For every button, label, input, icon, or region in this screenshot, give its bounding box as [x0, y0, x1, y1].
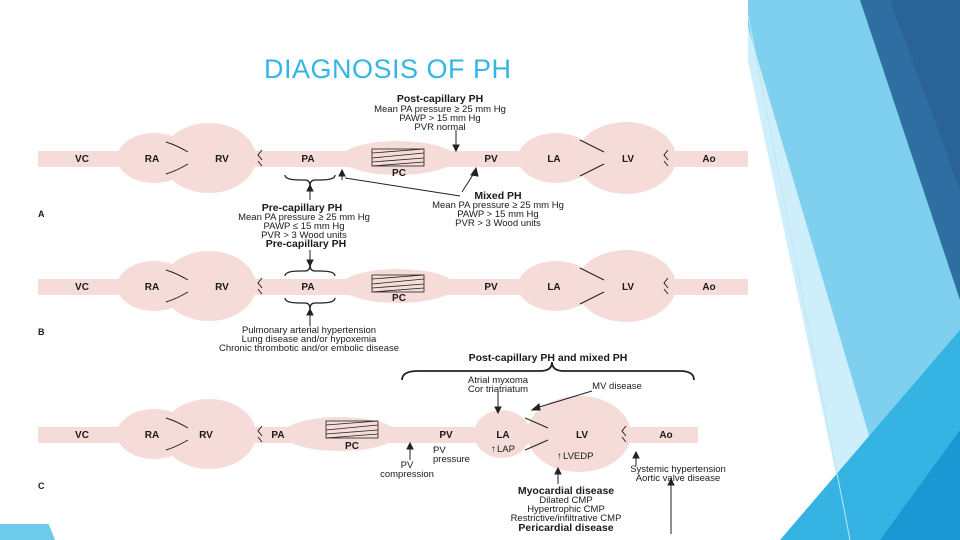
vessel-label: VC — [75, 282, 89, 293]
mixed-ph-line: PVR > 3 Wood units — [455, 218, 541, 229]
vessel-label: Ao — [659, 430, 672, 441]
post-capillary-line: Mean PA pressure ≥ 25 mm Hg — [374, 104, 506, 115]
vessel-label: Ao — [702, 154, 715, 165]
vessel-label: LV — [622, 154, 634, 165]
atrial-cause: Cor triatriatum — [468, 384, 528, 395]
pv-pressure-label: PV — [433, 445, 446, 456]
vessel-label: LV — [576, 430, 588, 441]
vessel-label: RA — [145, 154, 159, 165]
pc-hatch-icon — [371, 148, 425, 167]
post-capillary-line: PAWP > 15 mm Hg — [399, 113, 480, 124]
pre-capillary-line: PAWP ≤ 15 mm Hg — [263, 221, 344, 232]
cause-line: Lung disease and/or hypoxemia — [242, 334, 377, 345]
pv-compression-label: compression — [380, 469, 434, 480]
mv-disease-label: MV disease — [592, 381, 642, 392]
pc-hatch-icon — [325, 420, 379, 439]
panel-c: VC RA RV PA PC PV LA LV Ao Post-capillar… — [38, 352, 726, 534]
vessel-label: PC — [345, 441, 359, 452]
panel-b: VC RA RV PA PC PV LA LV Ao Pre-capillary… — [38, 238, 748, 354]
up-arrow-icon: ↑ — [557, 451, 562, 462]
pre-capillary-title: Pre-capillary PH — [262, 202, 343, 214]
pre-capillary-line: Mean PA pressure ≥ 25 mm Hg — [238, 212, 370, 223]
vessel-label: RV — [215, 282, 229, 293]
vessel-label: PA — [301, 154, 314, 165]
pre-capillary-title: Pre-capillary PH — [266, 238, 347, 250]
pv-pressure-label: pressure — [433, 454, 470, 465]
vessel-label: LV — [622, 282, 634, 293]
pc-hatch-icon — [371, 274, 425, 293]
myocardial-title: Myocardial disease — [518, 485, 614, 497]
vessel-label: LA — [547, 154, 560, 165]
vessel-label: PA — [271, 430, 284, 441]
systemic-cause: Systemic hypertension — [630, 464, 726, 475]
vessel-label: RA — [145, 430, 159, 441]
vessel-label: RA — [145, 282, 159, 293]
panel-letter: C — [38, 481, 45, 491]
vessel-label: VC — [75, 430, 89, 441]
post-capillary-title: Post-capillary PH — [397, 93, 483, 105]
vessel-label: PC — [392, 168, 406, 179]
myocardial-item: Restrictive/infiltrative CMP — [511, 513, 622, 524]
pv-compression-label: PV — [401, 460, 414, 471]
vessel-label: PV — [484, 282, 498, 293]
panel-a: VC RA RV PA PC PV LA LV Ao Post-capillar… — [38, 93, 748, 241]
lvedp-label: LVEDP — [563, 451, 593, 462]
mixed-ph-title: Mixed PH — [474, 190, 521, 202]
vessel-label: LA — [547, 282, 560, 293]
mixed-ph-line: PAWP > 15 mm Hg — [457, 209, 538, 220]
vessel-label: Ao — [702, 282, 715, 293]
up-arrow-icon: ↑ — [432, 444, 437, 454]
lap-label: LAP — [497, 444, 515, 455]
vessel-label: PC — [392, 293, 406, 304]
vessel-label: VC — [75, 154, 89, 165]
vessel-label: RV — [215, 154, 229, 165]
panel-letter: A — [38, 209, 45, 219]
pericardial-title: Pericardial disease — [518, 522, 613, 534]
vessel-label: PV — [439, 430, 453, 441]
post-capillary-line: PVR normal — [414, 122, 465, 133]
vessel-label: RV — [199, 430, 213, 441]
mixed-ph-line: Mean PA pressure ≥ 25 mm Hg — [432, 200, 564, 211]
cause-line: Pulmonary arterial hypertension — [242, 325, 376, 336]
pre-capillary-line: PVR > 3 Wood units — [261, 230, 347, 241]
panel-letter: B — [38, 327, 45, 337]
slide-title: DIAGNOSIS OF PH — [264, 54, 512, 84]
myocardial-item: Hypertrophic CMP — [527, 504, 605, 515]
up-arrow-icon: ↑ — [491, 444, 496, 455]
myocardial-item: Dilated CMP — [539, 495, 592, 506]
vessel-label: PV — [484, 154, 498, 165]
atrial-cause: Atrial myxoma — [468, 375, 529, 386]
vessel-label: PA — [301, 282, 314, 293]
systemic-cause: Aortic valve disease — [636, 473, 720, 484]
vessel-label: LA — [496, 430, 509, 441]
cause-line: Chronic thrombotic and/or embolic diseas… — [219, 343, 399, 354]
panel-c-header: Post-capillary PH and mixed PH — [469, 352, 628, 364]
